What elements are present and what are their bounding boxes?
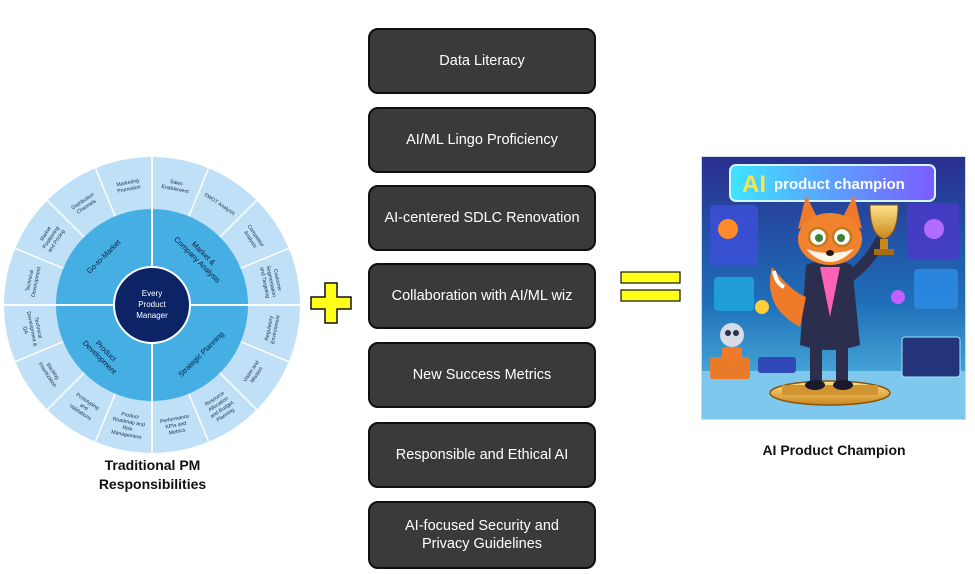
skill-box-sdlc-renovation: AI-centered SDLC Renovation <box>368 185 596 251</box>
wheel-center-label: Every <box>142 289 162 298</box>
skill-label: New Success Metrics <box>412 367 552 383</box>
svg-text:and: and <box>78 402 89 412</box>
wheel-outer-divider <box>240 247 290 269</box>
svg-text:Technical: Technical <box>25 270 35 292</box>
wheel-outer-divider <box>219 372 258 411</box>
svg-text:Performance: Performance <box>160 413 190 425</box>
skill-box-collaboration: Collaboration with AI/ML wiz <box>368 263 596 329</box>
wheel-outer-divider <box>46 199 85 238</box>
svg-text:Enablement: Enablement <box>161 184 190 195</box>
skill-label: Collaboration with AI/ML wiz <box>391 288 573 304</box>
wheel-outer-divider <box>46 372 85 411</box>
skill-label: Responsible and Ethical AI <box>395 447 569 463</box>
skill-box-responsible-ai: Responsible and Ethical AI <box>368 422 596 488</box>
banner-text: product champion <box>774 176 905 193</box>
wheel-caption-line1: Traditional PM <box>104 457 201 473</box>
wheel-outer-divider <box>188 393 210 443</box>
equals-icon <box>620 271 681 303</box>
wheel-center <box>113 266 191 344</box>
wheel-outer-divider <box>14 341 64 363</box>
wheel-outer-divider <box>219 199 258 238</box>
skill-label: Data Literacy <box>439 53 525 69</box>
svg-text:Risk: Risk <box>122 425 133 433</box>
svg-text:Metrics: Metrics <box>168 427 186 436</box>
wheel-outer-divider <box>14 247 64 269</box>
svg-text:Technical: Technical <box>33 317 43 339</box>
wheel-caption: Traditional PM Responsibilities <box>40 456 265 494</box>
skill-box-ai-ml-lingo: AI/ML Lingo Proficiency <box>368 107 596 173</box>
svg-text:Management: Management <box>111 429 142 441</box>
wheel-center-label: Manager <box>136 311 168 320</box>
wheel-caption-line2: Responsibilities <box>98 476 207 492</box>
skill-label-line1: AI-focused Security and <box>405 518 559 534</box>
champion-caption: AI Product Champion <box>762 442 906 458</box>
skill-label-line2: Privacy Guidelines <box>421 536 543 552</box>
svg-text:Marketing: Marketing <box>116 178 140 188</box>
wheel-outer-divider <box>188 167 210 217</box>
svg-text:Development: Development <box>31 266 43 298</box>
wheel-outer-divider <box>240 341 290 363</box>
svg-text:Regulatory: Regulatory <box>264 315 275 341</box>
wheel-outer-divider <box>94 393 116 443</box>
svg-text:Product: Product <box>121 411 140 420</box>
skill-label: AI/ML Lingo Proficiency <box>406 132 558 148</box>
wheel-outer-divider <box>94 167 116 217</box>
skill-label: AI-centered SDLC Renovation <box>384 210 580 226</box>
svg-text:Environment: Environment <box>270 314 282 344</box>
skill-box-security-privacy: AI-focused Security and Privacy Guidelin… <box>368 501 596 569</box>
skill-box-data-literacy: Data Literacy <box>368 28 596 94</box>
svg-text:QA: QA <box>21 326 28 335</box>
svg-text:Promotion: Promotion <box>117 184 141 195</box>
svg-text:Sales: Sales <box>169 179 183 187</box>
ai-product-champion-illustration: AI product champion <box>701 156 966 420</box>
plus-icon <box>309 281 353 325</box>
skill-box-success-metrics: New Success Metrics <box>368 342 596 408</box>
wheel-center-label: Product <box>138 300 166 309</box>
banner-ai-text: AI <box>742 171 766 198</box>
svg-text:KPIs and: KPIs and <box>165 421 187 431</box>
svg-text:Customer: Customer <box>272 269 282 292</box>
